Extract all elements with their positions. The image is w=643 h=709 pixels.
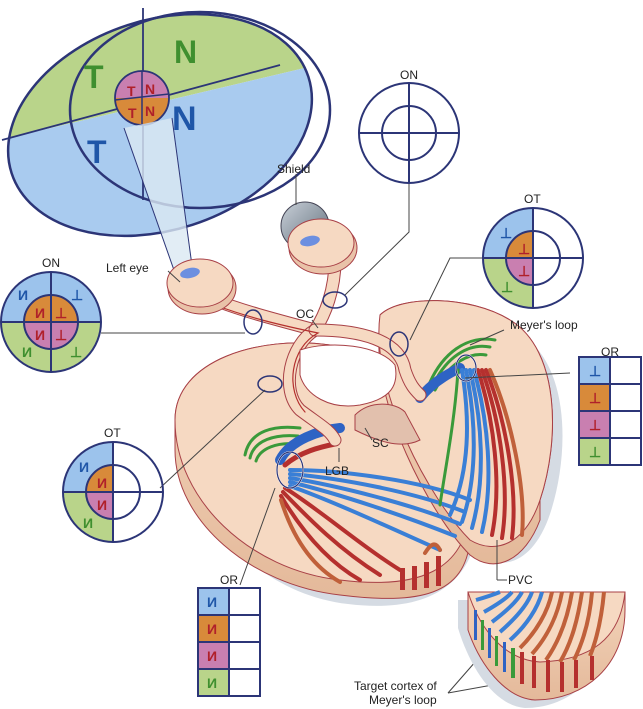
- inset-on-left: ON И ⊥ И ⊥ И ⊥ И ⊥: [0, 256, 102, 373]
- field-upper-nasal-letter: N: [174, 34, 197, 70]
- label-target-cortex-line2: Meyer's loop: [369, 693, 437, 707]
- or-left-row: И: [207, 621, 217, 637]
- or-right-row: ⊥: [589, 363, 601, 379]
- inset-or-left-title: OR: [220, 573, 238, 587]
- glyph: И: [83, 515, 93, 531]
- right-eye: [280, 201, 358, 275]
- right-eye-field-outline: [68, 10, 332, 210]
- macula-ur: N: [145, 81, 155, 97]
- field-upper-temporal-letter: T: [84, 59, 104, 95]
- on-left-section-ring: [243, 309, 263, 335]
- left-eye: [166, 258, 237, 315]
- glyph: И: [35, 327, 45, 343]
- inset-ot-left: OT И И И И: [62, 426, 164, 543]
- glyph: ⊥: [518, 241, 530, 257]
- on-right-section-ring: [322, 291, 348, 309]
- label-sc: SC: [372, 436, 389, 450]
- label-lgb: LGB: [325, 464, 349, 478]
- inset-on-left-title: ON: [42, 256, 60, 270]
- or-right-row: ⊥: [589, 390, 601, 406]
- inset-ot-right: OT ⊥ ⊥ ⊥ ⊥: [482, 192, 584, 309]
- inset-or-right: OR ⊥ ⊥ ⊥ ⊥: [578, 345, 642, 466]
- left-eye-field-outline: [6, 12, 314, 238]
- macula-ul: T: [127, 83, 136, 99]
- inset-or-right-title: OR: [601, 345, 619, 359]
- field-lower-temporal-letter: T: [87, 134, 107, 170]
- glyph: ⊥: [500, 225, 512, 241]
- glyph: И: [97, 497, 107, 513]
- leader-lines: [101, 174, 571, 694]
- left-optic-radiation: [243, 423, 472, 584]
- or-right-row: ⊥: [589, 417, 601, 433]
- or-left-row: И: [207, 675, 217, 691]
- glyph: И: [35, 305, 45, 321]
- macula-lr: N: [145, 103, 155, 119]
- inset-or-left: OR И И И И: [197, 573, 261, 697]
- inset-ot-right-title: OT: [524, 192, 541, 206]
- glyph: И: [97, 475, 107, 491]
- or-left-row: И: [207, 594, 217, 610]
- glyph: ⊥: [55, 305, 67, 321]
- glyph: ⊥: [501, 279, 513, 295]
- glyph: И: [18, 287, 28, 303]
- label-meyers-loop: Meyer's loop: [510, 318, 578, 332]
- label-target-cortex-line1: Target cortex of: [354, 679, 437, 693]
- glyph: ⊥: [71, 287, 83, 303]
- midbrain-space: [299, 344, 397, 407]
- superior-colliculus: [354, 403, 421, 445]
- left-pvc-stripes: [400, 556, 441, 590]
- macula-ll: T: [128, 105, 137, 121]
- projection-cone: [124, 118, 198, 310]
- inset-on-right-title: ON: [400, 68, 418, 82]
- pvc-cross-section: [458, 590, 626, 708]
- glyph: ⊥: [70, 344, 82, 360]
- ot-right-section-ring: [389, 331, 409, 357]
- or-left-row: И: [207, 648, 217, 664]
- ot-left-section-ring: [257, 375, 283, 393]
- field-lower-nasal-letter: N: [172, 100, 197, 138]
- glyph: И: [22, 344, 32, 360]
- or-right-row: ⊥: [589, 444, 601, 460]
- inset-ot-left-title: OT: [104, 426, 121, 440]
- glyph: ⊥: [518, 263, 530, 279]
- label-left-eye: Left eye: [106, 261, 149, 275]
- glyph: И: [79, 459, 89, 475]
- label-oc: OC: [296, 307, 314, 321]
- inset-on-right: ON: [358, 68, 460, 184]
- label-pvc: PVC: [508, 573, 533, 587]
- glyph: ⊥: [55, 327, 67, 343]
- label-shield: Shield: [277, 162, 310, 176]
- right-optic-radiation: [415, 337, 525, 540]
